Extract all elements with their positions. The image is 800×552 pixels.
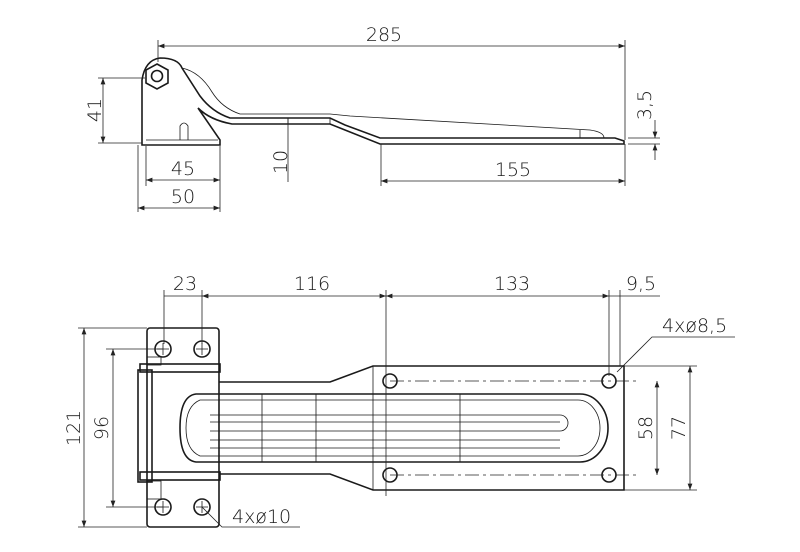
dim-overall-length: 285 xyxy=(366,24,402,46)
dim-plate-hole-vertical: 58 xyxy=(635,416,657,440)
dim-base-inner: 45 xyxy=(171,158,195,180)
plate-holes-note: 4xø8,5 xyxy=(662,315,727,337)
dim-bracket-hole-spacing: 23 xyxy=(173,273,197,295)
plate-holes xyxy=(382,373,617,483)
bracket-plate xyxy=(146,327,220,528)
reinforcement-slot xyxy=(179,393,609,463)
pivot-body xyxy=(137,369,153,483)
dim-height: 41 xyxy=(84,98,106,122)
bracket-profile xyxy=(141,57,625,146)
bracket-holes-note: 4xø10 xyxy=(232,506,291,528)
dim-plate-width: 77 xyxy=(668,416,690,440)
pivot-pin xyxy=(150,69,164,83)
bracket-holes xyxy=(154,340,211,516)
dim-plate-thickness: 3,5 xyxy=(634,90,656,120)
hinge-arm xyxy=(219,365,625,491)
dim-bracket-hole-vertical: 96 xyxy=(91,416,113,440)
top-view: 23 116 133 9,5 4xø8,5 4xø10 121 96 58 77 xyxy=(63,273,735,528)
dim-plate-edge-offset: 9,5 xyxy=(626,273,656,295)
hex-nut-icon xyxy=(145,63,169,90)
dim-base-outer: 50 xyxy=(171,186,195,208)
side-view: 285 41 45 50 10 155 3,5 xyxy=(84,24,660,212)
dim-bracket-height: 121 xyxy=(63,410,85,446)
dim-offset: 10 xyxy=(270,150,292,174)
dim-bracket-to-plate: 116 xyxy=(294,273,330,295)
dim-plate-length: 155 xyxy=(495,159,531,181)
dim-plate-hole-spacing: 133 xyxy=(494,273,530,295)
